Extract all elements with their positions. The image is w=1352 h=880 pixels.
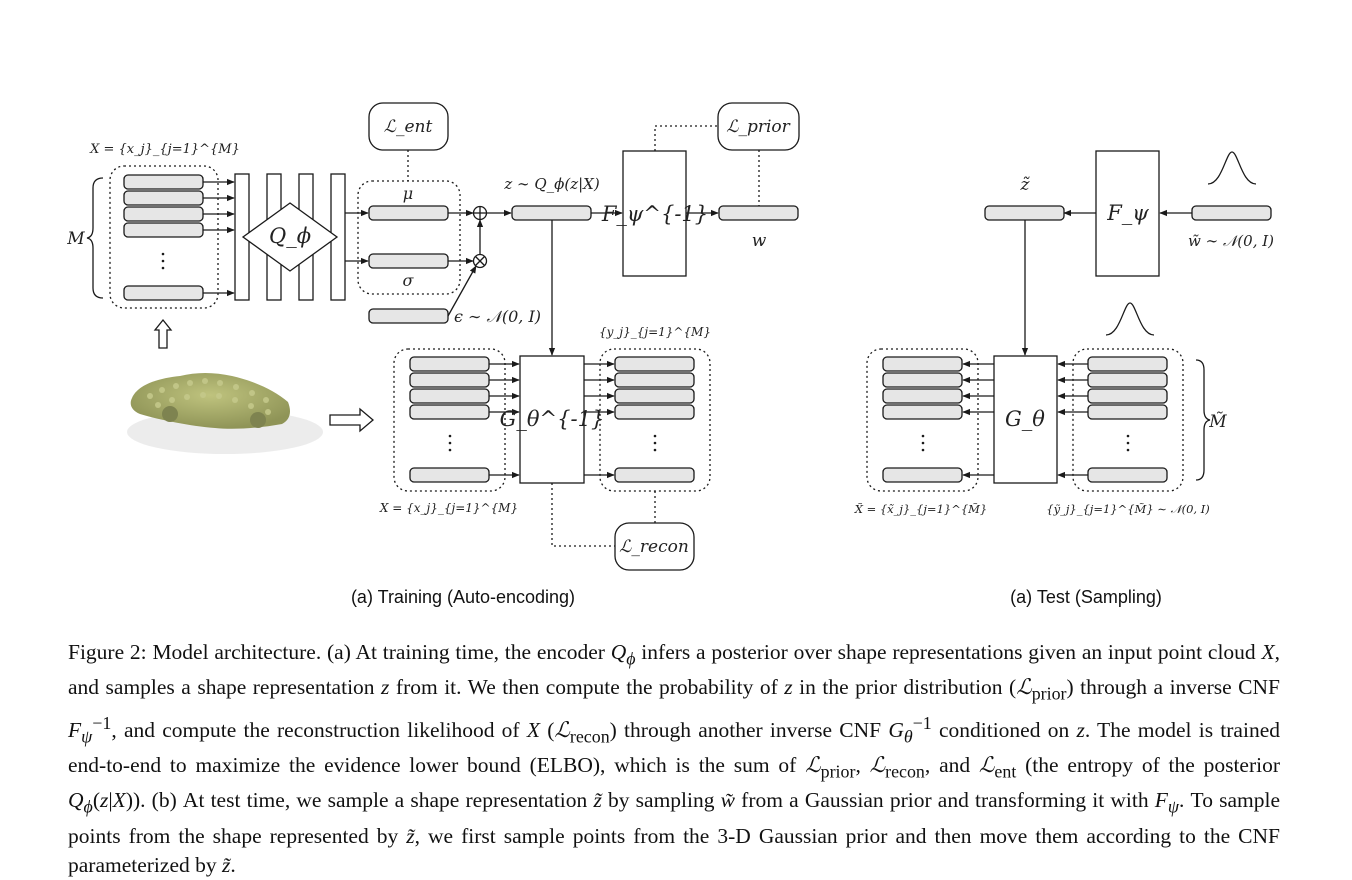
point-flow-label: G_θ^{-1} (500, 407, 605, 431)
recon-set-label: X = {x_j}_{j=1}^{M} (379, 501, 518, 515)
input-set-container (109, 165, 219, 309)
input-ellipsis (161, 252, 165, 270)
hollow-right-arrow (329, 407, 375, 433)
output-set-container (866, 348, 979, 492)
prior-flow-forward-box (1095, 150, 1160, 277)
recon-point-bars (409, 356, 490, 483)
sigma-label: σ (403, 271, 415, 290)
sample-point-bars (1087, 356, 1168, 483)
point-flow-forward-label: G_θ (1005, 407, 1045, 431)
prior-flow-forward-label: F_ψ (1106, 201, 1149, 225)
input-count-label: M (66, 229, 85, 249)
input-point-bars (123, 174, 204, 301)
output-tilde-set-label: X̃ = {x̃_j}_{j=1}^{M̃} (854, 502, 988, 516)
w-bar (718, 205, 799, 221)
w-tilde-bar (1191, 205, 1272, 221)
output-point-bars (882, 356, 963, 483)
test-caption: (a) Test (Sampling) (1010, 587, 1162, 607)
noise-label: ϵ ∼ 𝒩(0, I) (454, 307, 541, 326)
point-flow-forward-box (993, 355, 1058, 484)
input-set-label: X = {x_j}_{j=1}^{M} (89, 142, 240, 157)
flow-to-y-arrows (584, 360, 615, 479)
z-tilde-label: z̃ (1020, 175, 1031, 195)
latent-label: z ∼ Q_ϕ(z|X) (503, 175, 600, 193)
recon-set-container (393, 348, 506, 492)
input-to-encoder-arrows (203, 178, 235, 297)
point-flow-inverse-box (519, 355, 585, 484)
y-point-bars (614, 356, 695, 483)
sample-to-flow-arrows (1057, 360, 1088, 479)
loss-recon-link-flow (551, 483, 615, 547)
output-set-label: {y_j}_{j=1}^{M} (599, 325, 711, 339)
w-tilde-label: w̃ ∼ 𝒩(0, I) (1188, 232, 1274, 250)
z-tilde-bar (984, 205, 1065, 221)
training-caption: (a) Training (Auto-encoding) (351, 587, 575, 607)
gaussian-icon-bottom (1105, 302, 1155, 336)
architecture-diagram: X = {x_j}_{j=1}^{M} M Q_ϕ μ σ ϵ ∼ 𝒩(0, I… (66, 102, 1274, 607)
loss-prior-link-flow (654, 125, 718, 151)
sigma-bar (368, 253, 449, 269)
sample-set-container (1072, 348, 1184, 492)
prior-flow-label: F_ψ^{-1} (601, 202, 708, 226)
w-label: w (752, 231, 767, 251)
encoder-label: Q_ϕ (269, 224, 311, 248)
recon-to-flow-arrows (489, 360, 520, 479)
caption-math-encoder: Qϕ (610, 640, 636, 669)
loss-recon-label: ℒ_recon (619, 537, 689, 557)
encoder-diamond (241, 202, 339, 272)
gaussian-icon-top (1207, 151, 1257, 185)
latent-z-bar (511, 205, 592, 221)
reparam-arrows (447, 209, 512, 317)
posterior-params-container (357, 180, 461, 295)
hollow-up-arrow (153, 318, 173, 349)
input-count-brace (86, 177, 104, 299)
sample-set-label: {ỹ_j}_{j=1}^{M̃} ∼ 𝒩(0, I) (1046, 502, 1210, 516)
mu-label: μ (403, 184, 413, 203)
mu-bar (368, 205, 449, 221)
sample-count-label: M̃ (1208, 412, 1227, 432)
sample-count-brace (1195, 359, 1211, 481)
noise-bar (368, 308, 449, 324)
figure-caption: Figure 2: Model architecture. (a) At tra… (68, 640, 1281, 877)
encoder-output-arrows (345, 209, 369, 265)
loss-prior-label: ℒ_prior (726, 117, 790, 137)
car-point-cloud (127, 373, 323, 454)
loss-ent-label: ℒ_ent (384, 117, 433, 137)
